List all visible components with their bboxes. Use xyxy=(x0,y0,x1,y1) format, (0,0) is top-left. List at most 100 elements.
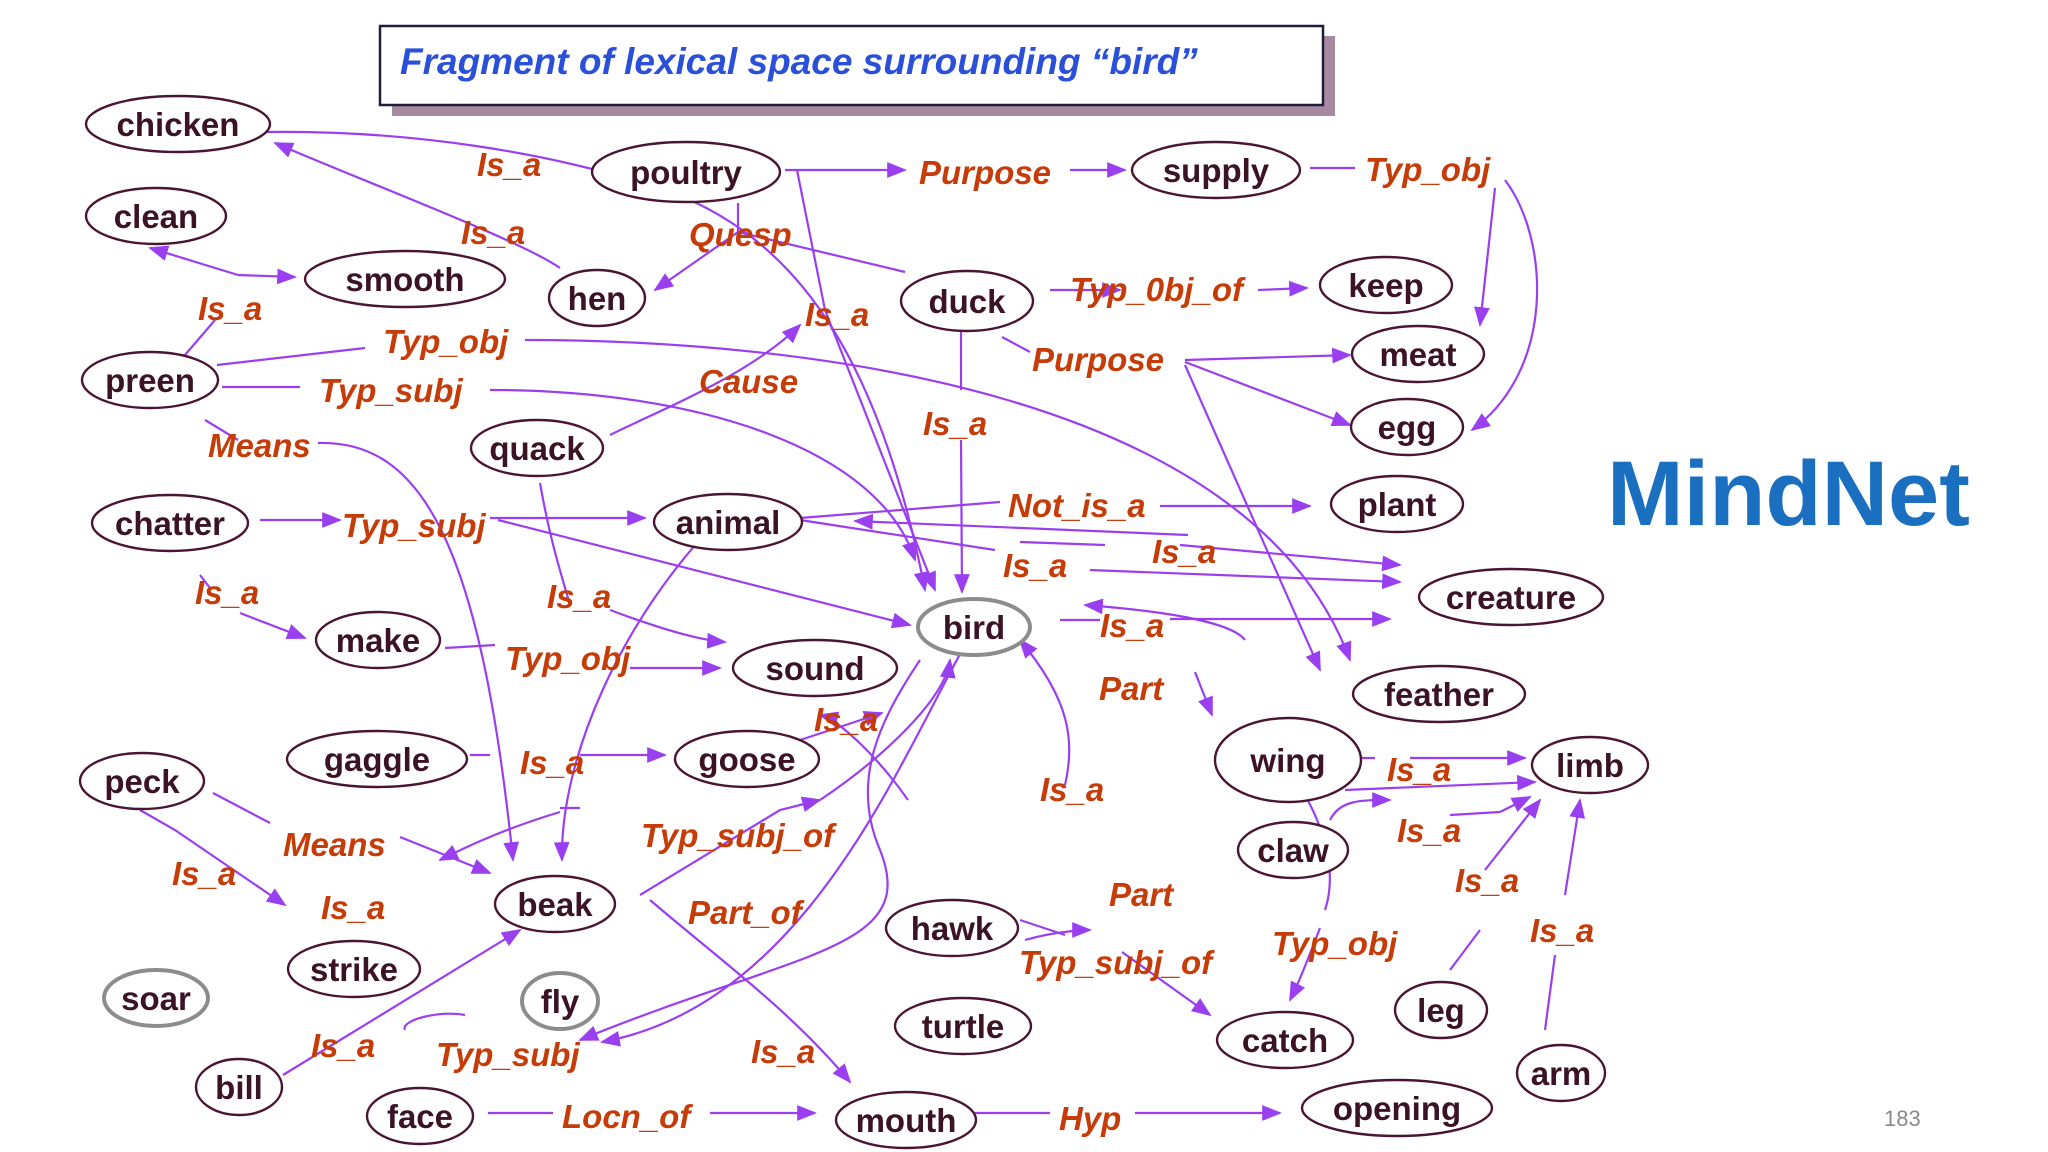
edge xyxy=(1193,671,1214,717)
relation-label: Typ_subj_of xyxy=(1019,944,1215,981)
node-egg: egg xyxy=(1349,397,1465,457)
node-beak: beak xyxy=(493,874,617,934)
node-label: supply xyxy=(1163,152,1270,189)
edge xyxy=(1474,187,1497,327)
relation-label: Typ_0bj_of xyxy=(1070,271,1246,308)
edge xyxy=(1499,796,1532,813)
node-claw: claw xyxy=(1236,820,1350,880)
edge xyxy=(403,1012,466,1031)
edge xyxy=(1001,336,1031,353)
relation-label: Not_is_a xyxy=(1008,487,1146,524)
edge xyxy=(553,517,721,862)
node-keep: keep xyxy=(1318,255,1454,315)
page-number: 183 xyxy=(1884,1106,1921,1131)
relation-labels: Is_a Is_a Quesp Purpose Typ_obj Is_a Typ… xyxy=(172,146,1594,1137)
edge xyxy=(1183,364,1322,672)
edge xyxy=(853,513,1189,537)
relation-label: Is_a xyxy=(520,744,584,781)
node-label: bird xyxy=(943,609,1005,646)
relation-label: Is_a xyxy=(1397,812,1461,849)
node-label: fly xyxy=(541,983,580,1020)
relation-label: Is_a xyxy=(195,574,259,611)
edge xyxy=(538,482,572,606)
relation-label: Purpose xyxy=(919,154,1051,191)
edge xyxy=(1344,774,1537,792)
relation-label: Is_a xyxy=(477,146,541,183)
edge xyxy=(1329,792,1392,821)
edge xyxy=(489,388,918,562)
edge xyxy=(578,659,921,1042)
node-wing: wing xyxy=(1213,716,1363,804)
edge xyxy=(737,230,906,274)
node-label: plant xyxy=(1358,486,1437,523)
node-poultry: poultry xyxy=(590,140,782,204)
edge xyxy=(1470,179,1539,432)
edge xyxy=(148,245,239,277)
node-animal: animal xyxy=(652,492,804,552)
relation-label: Is_a xyxy=(805,296,869,333)
edge xyxy=(818,711,909,801)
edge xyxy=(1449,810,1501,817)
node-duck: duck xyxy=(899,269,1035,333)
node-limb: limb xyxy=(1530,735,1650,795)
relation-label: Is_a xyxy=(1100,607,1164,644)
node-label: strike xyxy=(310,951,398,988)
edge xyxy=(1083,598,1246,641)
node-label: opening xyxy=(1333,1090,1461,1127)
node-strike: strike xyxy=(286,939,422,999)
node-label: limb xyxy=(1556,747,1624,784)
edge xyxy=(1121,951,1212,1017)
node-label: creature xyxy=(1446,579,1576,616)
relation-label: Is_a xyxy=(311,1027,375,1064)
node-face: face xyxy=(365,1086,475,1146)
edge xyxy=(1563,798,1586,896)
node-supply: supply xyxy=(1130,140,1302,200)
node-label: soar xyxy=(121,980,191,1017)
edge xyxy=(237,268,297,285)
node-label: claw xyxy=(1257,832,1329,869)
title-box: Fragment of lexical space surrounding “b… xyxy=(378,24,1335,116)
node-label: clean xyxy=(114,198,198,235)
edge xyxy=(184,319,216,356)
relation-label: Typ_subj xyxy=(342,507,486,544)
node-catch: catch xyxy=(1215,1010,1355,1070)
edge xyxy=(799,500,1001,520)
node-label: arm xyxy=(1531,1055,1592,1092)
node-label: quack xyxy=(489,430,585,467)
edge xyxy=(497,518,912,629)
relation-label: Is_a xyxy=(751,1033,815,1070)
node-leg: leg xyxy=(1393,980,1489,1040)
edge xyxy=(139,809,287,907)
node-opening: opening xyxy=(1300,1078,1494,1138)
edge xyxy=(199,574,211,589)
node-label: face xyxy=(387,1098,453,1135)
node-goose: goose xyxy=(673,729,821,789)
edge xyxy=(600,604,991,1047)
relation-label: Typ_obj xyxy=(505,640,631,677)
edge xyxy=(1024,922,1092,942)
edge xyxy=(639,796,822,896)
node-label: chicken xyxy=(117,106,240,143)
node-label: duck xyxy=(928,283,1006,320)
edge xyxy=(1018,638,1071,786)
node-sound: sound xyxy=(731,638,899,698)
node-meat: meat xyxy=(1350,324,1486,384)
relation-label: Typ_subj xyxy=(436,1036,580,1073)
relation-label: Is_a xyxy=(1387,751,1451,788)
node-label: sound xyxy=(766,650,865,687)
relation-label: Is_a xyxy=(1152,533,1216,570)
edge xyxy=(819,658,956,801)
edge xyxy=(204,419,239,441)
relation-label: Is_a xyxy=(1040,771,1104,808)
node-label: preen xyxy=(105,362,195,399)
relation-label: Is_a xyxy=(923,405,987,442)
edge xyxy=(1543,954,1557,1031)
edge xyxy=(239,611,307,640)
edge xyxy=(953,439,970,594)
node-label: beak xyxy=(517,886,593,923)
relation-label: Typ_obj xyxy=(383,323,509,360)
node-label: hawk xyxy=(911,910,994,947)
relation-label: Hyp xyxy=(1059,1100,1121,1137)
edge xyxy=(212,792,271,824)
